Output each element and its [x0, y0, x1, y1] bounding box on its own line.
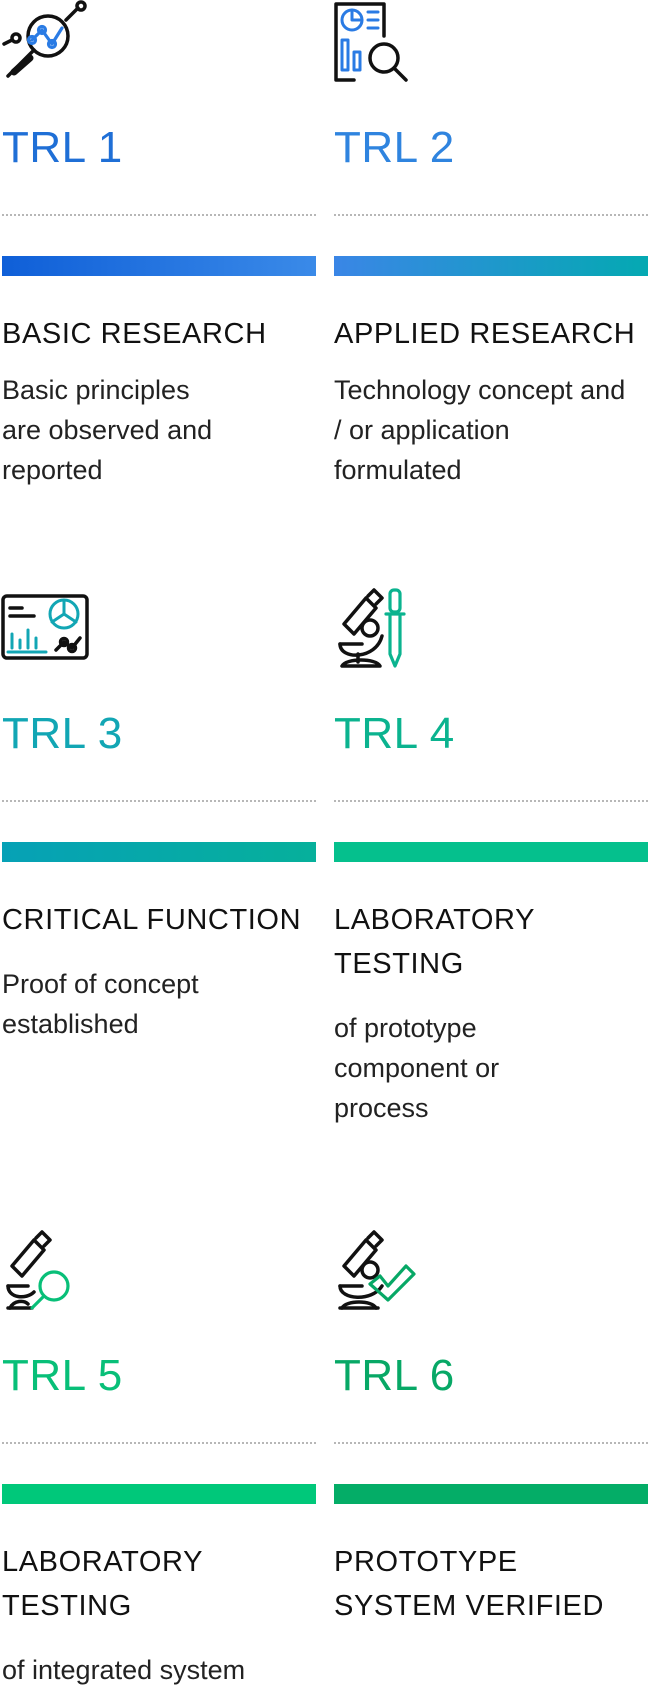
progress-bar [2, 256, 316, 276]
progress-bar [2, 1484, 316, 1504]
trl-level-label: TRL 4 [334, 709, 455, 758]
trl-card-4: TRL 4 LABORATORY TESTING of prototype co… [332, 586, 648, 1186]
stage-description: Technology concept and / or application … [334, 375, 626, 485]
microscope-magnifier-icon [0, 1228, 92, 1312]
progress-bar [2, 842, 316, 862]
trl-card-1: TRL 1 BASIC RESEARCH Basic principles ar… [0, 0, 316, 560]
trl-level-label: TRL 1 [2, 123, 123, 172]
stage-title: BASIC RESEARCH [2, 318, 267, 350]
stage-title: PROTOTYPE SYSTEM VERIFIED [334, 1546, 605, 1622]
stage-title: CRITICAL FUNCTION [2, 904, 302, 936]
dotted-divider [334, 1442, 648, 1444]
progress-bar [334, 256, 648, 276]
stage-title: LABORATORY TESTING [2, 1546, 203, 1622]
magnifier-chart-icon [0, 0, 92, 84]
trl-card-3: TRL 3 CRITICAL FUNCTION Proof of concept… [0, 586, 316, 1186]
trl-card-6: TRL 6 PROTOTYPE SYSTEM VERIFIED [332, 1228, 648, 1680]
microscope-check-icon [332, 1228, 424, 1312]
progress-bar [334, 1484, 648, 1504]
stage-title: LABORATORY TESTING [334, 904, 535, 980]
trl-level-label: TRL 6 [334, 1351, 455, 1400]
stage-title: APPLIED RESEARCH [334, 318, 636, 350]
stage-description: of prototype component or process [334, 1013, 500, 1123]
trl-level-label: TRL 5 [2, 1351, 123, 1400]
report-magnifier-icon [332, 0, 424, 84]
dotted-divider [2, 800, 316, 802]
stage-description: of integrated system [2, 1655, 246, 1685]
trl-level-label: TRL 2 [334, 123, 455, 172]
trl-card-5: TRL 5 LABORATORY TESTING of integrated s… [0, 1228, 316, 1685]
trl-card-2: TRL 2 APPLIED RESEARCH Technology concep… [332, 0, 648, 560]
dotted-divider [334, 800, 648, 802]
trl-level-label: TRL 3 [2, 709, 123, 758]
progress-bar [334, 842, 648, 862]
stage-description: Basic principles are observed and report… [2, 375, 213, 485]
microscope-pipette-icon [332, 586, 424, 670]
dotted-divider [334, 214, 648, 216]
stage-description: Proof of concept established [2, 969, 199, 1039]
dashboard-chart-icon [0, 586, 92, 670]
dotted-divider [2, 214, 316, 216]
dotted-divider [2, 1442, 316, 1444]
